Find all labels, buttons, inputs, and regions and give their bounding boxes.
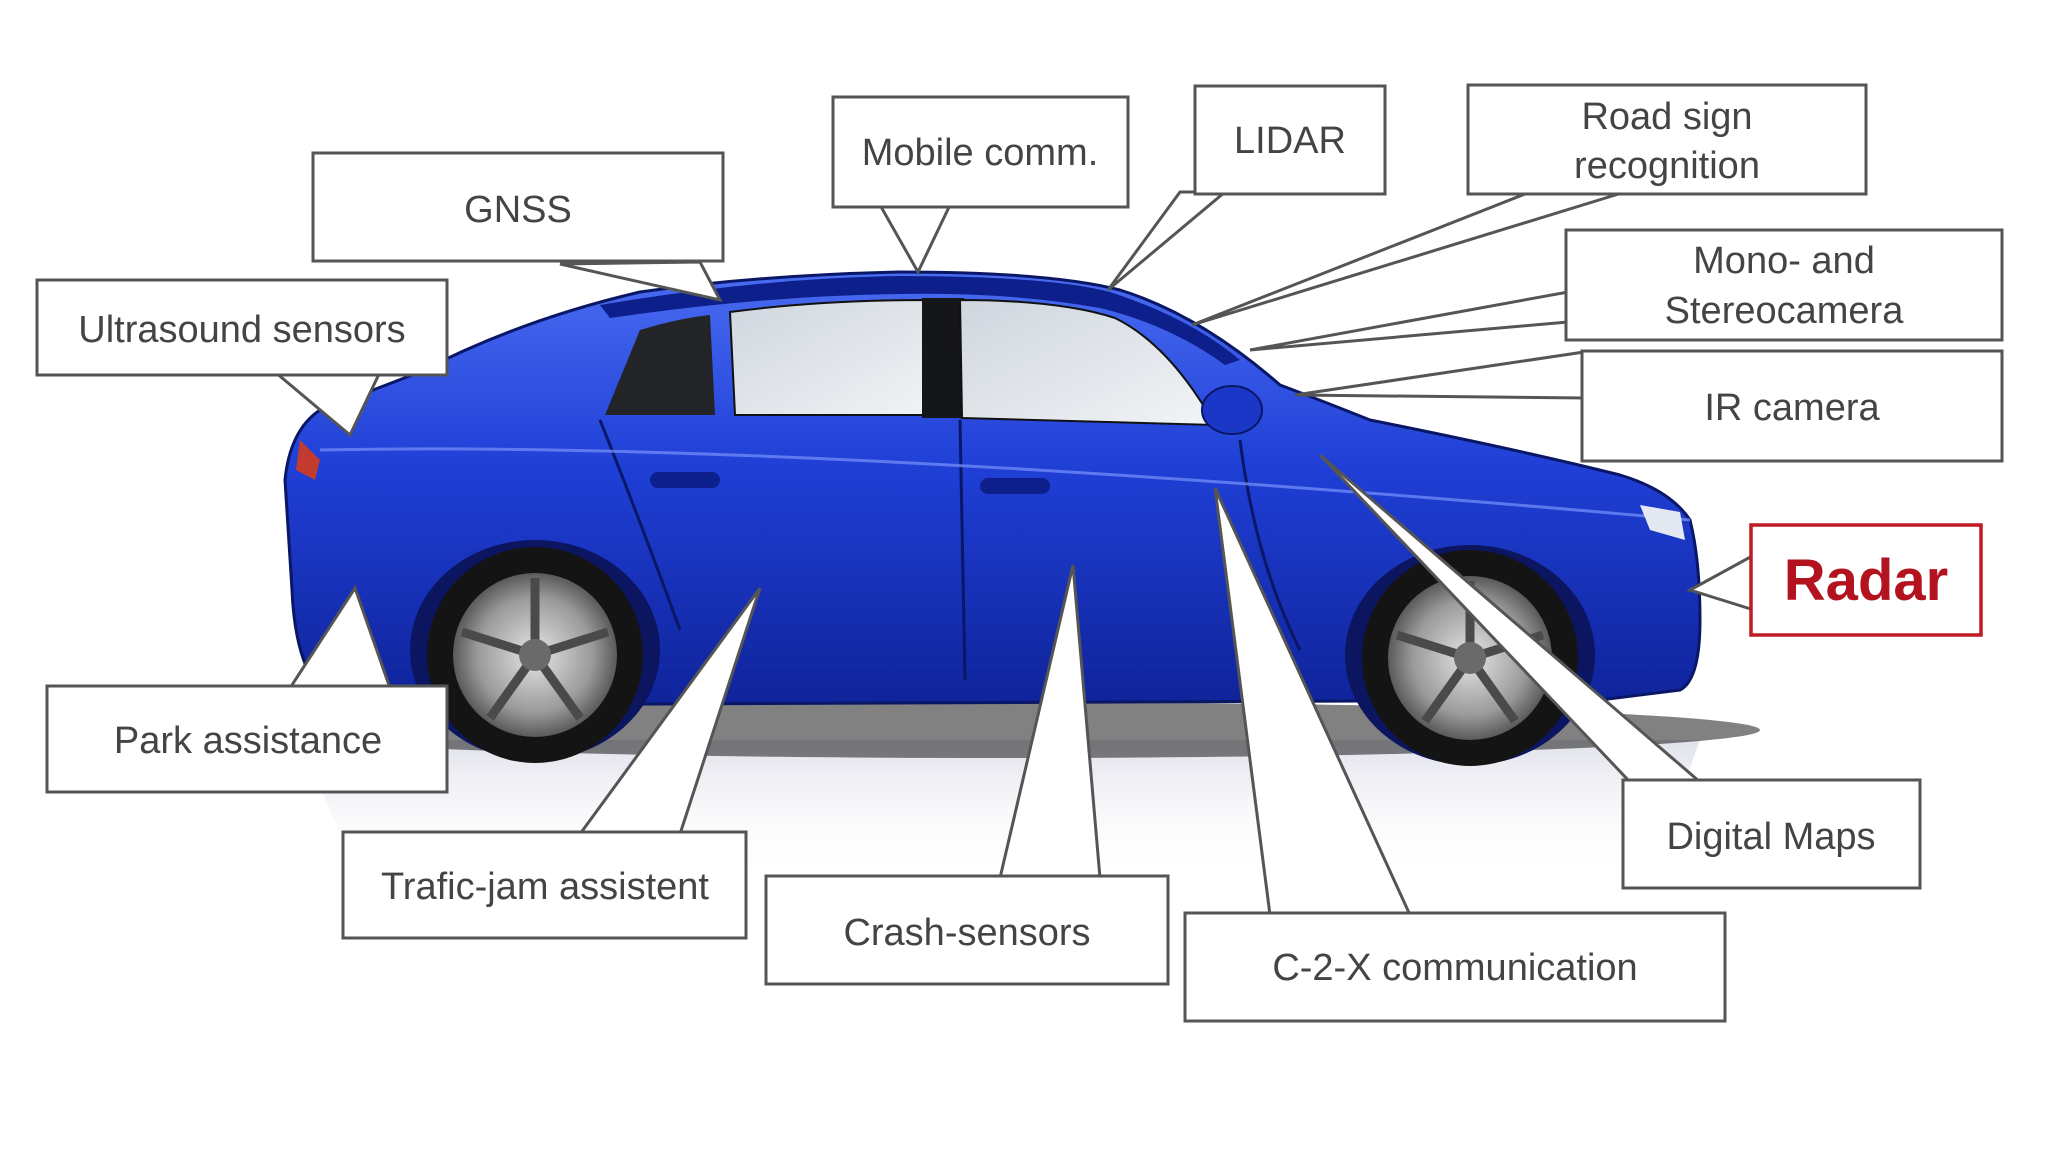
car-rear-door-window [730, 300, 945, 415]
callout-mono-stereocamera: Mono- and Stereocamera [1250, 230, 2002, 350]
park-assistance-label: Park assistance [114, 720, 382, 762]
callout-mobile-comm: Mobile comm. [833, 97, 1128, 272]
gnss-label: GNSS [464, 189, 572, 231]
car-front-door-handle [980, 478, 1050, 494]
mono-label-line1: Mono- and [1693, 240, 1875, 282]
callout-radar: Radar [1690, 525, 1981, 635]
callout-lidar: LIDAR [1108, 86, 1385, 290]
ultrasound-label: Ultrasound sensors [78, 309, 405, 351]
car-b-pillar [922, 298, 964, 418]
crash-sensors-label: Crash-sensors [843, 912, 1090, 954]
lidar-label: LIDAR [1234, 120, 1346, 162]
c2x-label: C-2-X communication [1272, 947, 1637, 989]
road-sign-label-line2: recognition [1574, 145, 1760, 187]
car-rear-door-handle [650, 472, 720, 488]
mobile-comm-label: Mobile comm. [862, 132, 1099, 174]
rear-wheel [427, 547, 643, 763]
mono-label-line2: Stereocamera [1665, 290, 1905, 332]
road-sign-label-line1: Road sign [1581, 96, 1752, 138]
ir-camera-label: IR camera [1704, 387, 1880, 429]
digital-maps-label: Digital Maps [1666, 816, 1875, 858]
callout-gnss: GNSS [313, 153, 723, 300]
radar-label: Radar [1784, 548, 1948, 613]
trafic-jam-label: Trafic-jam assistent [381, 866, 709, 908]
car-side-mirror [1202, 386, 1262, 434]
